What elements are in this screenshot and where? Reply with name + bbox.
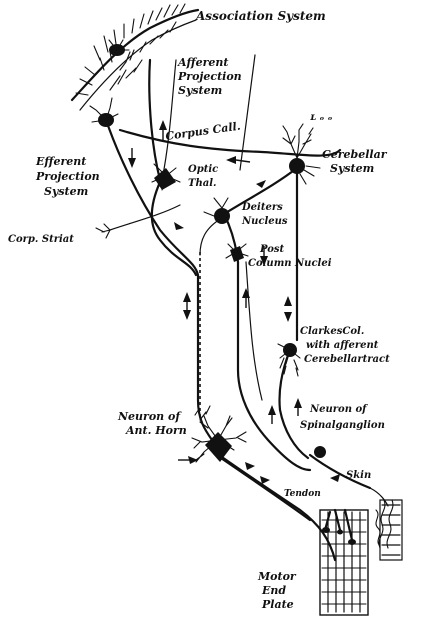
label-corp-striat: Corp. Striat	[8, 234, 74, 245]
label-post-1: Post	[259, 244, 285, 255]
label-deiters-2: Nucleus	[241, 216, 288, 227]
label-clarkes-3: Cerebellartract	[304, 354, 390, 365]
spinal-ganglion-neuron	[314, 446, 326, 458]
deiters-neuron	[204, 198, 230, 224]
label-deiters-1: Deiters	[241, 202, 283, 213]
label-spinal-2: Spinalganglion	[300, 420, 385, 431]
label-afferent-2: Projection	[177, 70, 242, 83]
label-ant-horn-2: Ant. Horn	[125, 424, 187, 437]
label-optic-1: Optic	[188, 164, 218, 175]
muscle-motor-end-plate	[320, 510, 368, 615]
label-end: End	[261, 584, 286, 597]
label-optic-2: Thal.	[188, 178, 216, 189]
label-tendon: Tendon	[284, 489, 321, 499]
label-corpus-call: Corpus Call.	[165, 120, 242, 143]
label-efferent-3: System	[44, 185, 88, 198]
skin-receptor	[370, 488, 402, 560]
label-ant-horn-1: Neuron of	[117, 410, 182, 423]
label-afferent-3: System	[178, 84, 222, 97]
post-column-neuron	[226, 244, 248, 262]
label-spinal-1: Neuron of	[309, 404, 368, 415]
label-cerebellar-1: Cerebellar	[322, 148, 388, 161]
label-efferent-1: Efferent	[35, 155, 86, 168]
label-afferent-1: Afferent	[177, 56, 229, 69]
label-clarkes-2: with afferent	[306, 340, 379, 351]
label-cerebellar-2: System	[330, 162, 374, 175]
label-motor: Motor	[257, 570, 297, 583]
label-plate: Plate	[261, 598, 294, 611]
label-post-2: Column Nuclei	[248, 258, 332, 269]
label-association-system: Association System	[195, 9, 326, 23]
cerebellar-dot-row: ʟ ₒ ₒ	[310, 112, 333, 123]
label-skin: Skin	[346, 470, 371, 481]
label-clarkes-1: ClarkesCol.	[300, 326, 364, 337]
clarkes-column-neuron	[278, 343, 300, 376]
label-efferent-2: Projection	[35, 170, 100, 183]
